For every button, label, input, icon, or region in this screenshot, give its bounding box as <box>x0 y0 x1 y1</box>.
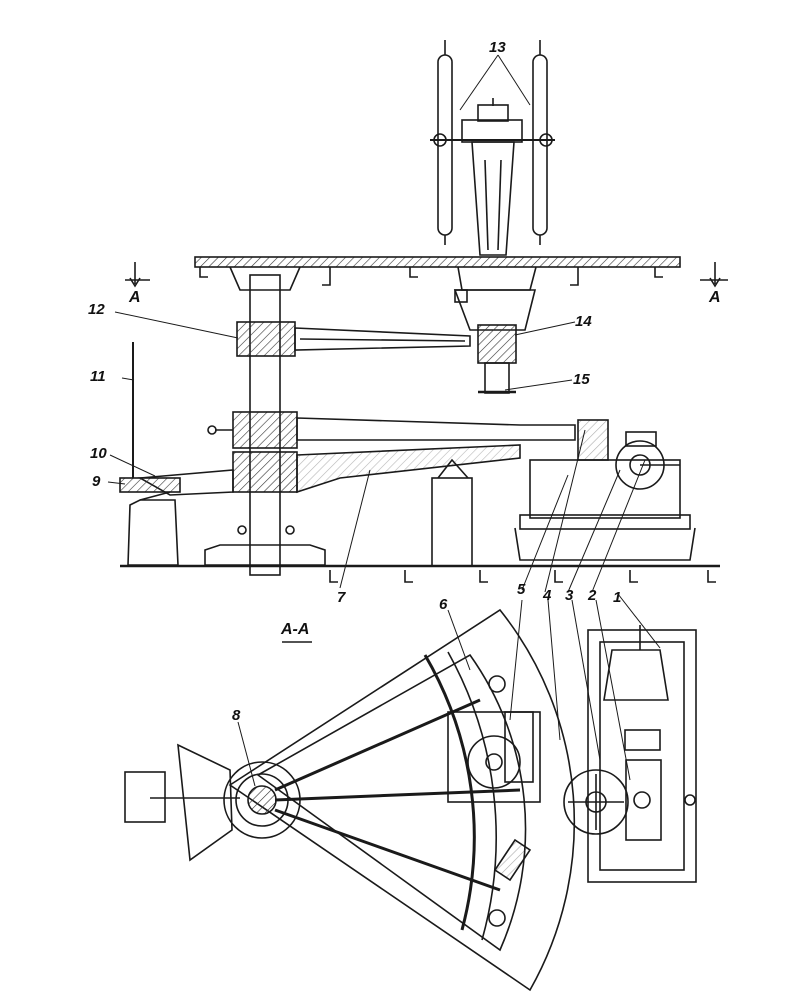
label-7: 7 <box>337 589 346 606</box>
rudder-stock <box>204 274 326 576</box>
steering-gear-head <box>453 289 537 394</box>
handwheels <box>430 40 555 245</box>
label-2: 2 <box>588 587 597 604</box>
label-12: 12 <box>88 301 105 318</box>
label-6: 6 <box>439 596 448 613</box>
label-9: 9 <box>92 473 101 490</box>
deck-plate <box>194 256 681 291</box>
label-8: 8 <box>232 707 241 724</box>
floor-line <box>120 564 720 583</box>
pillar-cap <box>437 458 469 479</box>
quadrant-arm <box>137 417 576 496</box>
upper-tiller <box>294 327 471 351</box>
label-10: 10 <box>90 445 107 462</box>
label-1: 1 <box>613 589 622 606</box>
drive-frame <box>563 625 697 883</box>
section-arrows <box>125 262 728 288</box>
tiller-end-bearing <box>119 342 181 566</box>
section-mark-left: A <box>129 289 141 306</box>
leader-lines <box>107 54 661 787</box>
quadrant-plan <box>124 608 576 992</box>
label-3: 3 <box>565 587 574 604</box>
label-5: 5 <box>517 581 526 598</box>
steering-column <box>461 98 523 256</box>
view-title: A-A <box>281 621 310 638</box>
label-13: 13 <box>489 39 506 56</box>
section-mark-right: A <box>709 289 721 306</box>
label-14: 14 <box>575 313 592 330</box>
support-pillar <box>431 477 473 567</box>
label-11: 11 <box>90 368 106 385</box>
label-15: 15 <box>573 371 590 388</box>
label-4: 4 <box>543 587 552 604</box>
motor-gear-unit <box>514 419 696 561</box>
worm-gear-housing <box>447 675 541 927</box>
